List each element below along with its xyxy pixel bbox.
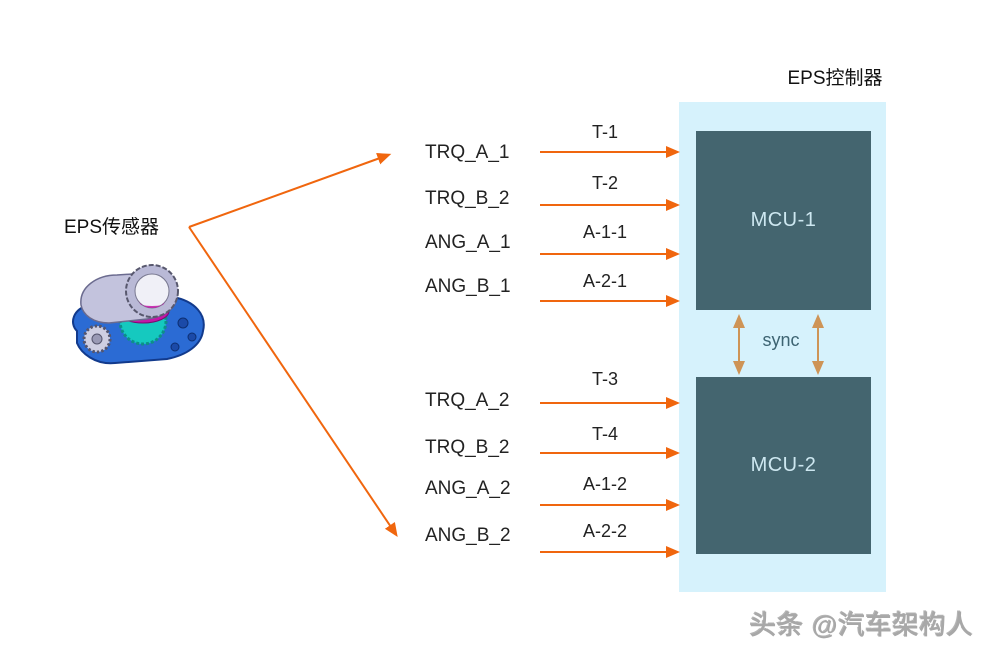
wire-label: A-1-1 [582, 222, 627, 242]
wire-label: T-3 [591, 369, 618, 389]
wire-label: A-1-2 [582, 474, 627, 494]
wire-label: T-4 [591, 424, 618, 444]
mcu1-block: MCU-1 [696, 131, 871, 310]
controller-title: EPS控制器 [787, 68, 883, 89]
eps-sensor-image [72, 264, 205, 365]
signal-name: TRQ_A_1 [425, 142, 510, 163]
signal-name: ANG_A_2 [425, 478, 511, 499]
wire-label: A-2-1 [582, 271, 627, 291]
signal-name: TRQ_A_2 [425, 390, 510, 411]
mcu1-label: MCU-1 [750, 209, 817, 231]
sync-label: sync [762, 330, 800, 350]
sensor-label: EPS传感器 [64, 217, 160, 238]
mcu2-block: MCU-2 [696, 377, 871, 554]
signal-name: TRQ_B_2 [425, 437, 510, 458]
branch-arrow-top [188, 153, 392, 228]
wire-label: T-2 [591, 173, 618, 193]
branch-arrow-bottom [188, 226, 398, 537]
signal-name: ANG_A_1 [425, 232, 511, 253]
signal-name: TRQ_B_2 [425, 188, 510, 209]
wire-label: T-1 [591, 122, 618, 142]
signal-name: ANG_B_2 [425, 525, 511, 546]
signal-name: ANG_B_1 [425, 276, 511, 297]
wire-label: A-2-2 [582, 521, 627, 541]
watermark: 头条 @汽车架构人 [750, 610, 974, 640]
mcu2-label: MCU-2 [750, 454, 817, 476]
